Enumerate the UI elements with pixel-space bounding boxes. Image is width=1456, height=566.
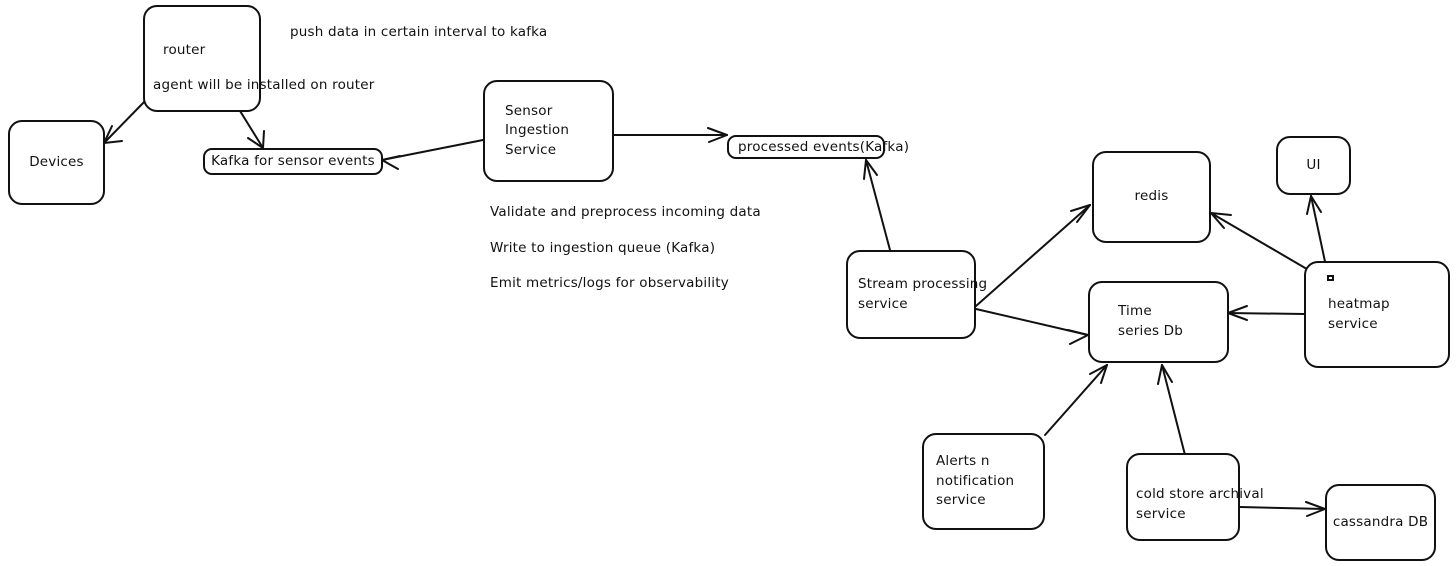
node-time-series-db[interactable]: Time series Db [1088, 281, 1229, 363]
node-router[interactable]: router [143, 5, 261, 112]
node-redis-label: redis [1134, 188, 1169, 205]
node-processed-events[interactable] [727, 135, 885, 159]
node-stream-processing-service-label: Stream processing service [858, 275, 988, 312]
edge-sensor-ingestion-to-processed-events [612, 127, 728, 143]
node-kafka-for-sensor-events-label: Kafka for sensor events [211, 152, 375, 169]
heatmap-service-marker-icon [1327, 275, 1334, 281]
node-alerts-notification-service-label: Alerts n notification service [936, 453, 1015, 509]
annotation-emit-metrics: Emit metrics/logs for observability [490, 275, 729, 291]
node-stream-processing-service[interactable]: Stream processing service [846, 250, 987, 339]
annotation-write-ingestion-queue: Write to ingestion queue (Kafka) [490, 240, 716, 256]
node-ui[interactable]: UI [1276, 136, 1351, 195]
node-redis[interactable]: redis [1092, 151, 1211, 243]
node-cold-store-archival-service-label: cold store archival service [1136, 486, 1264, 522]
node-sensor-ingestion-service[interactable]: Sensor Ingestion Service [483, 80, 614, 182]
edge-router-to-devices [103, 97, 149, 144]
edge-cold-store-to-time-series-db [1157, 364, 1186, 456]
edge-sensor-ingestion-to-kafka-sensor-events [381, 139, 484, 170]
edge-heatmap-service-to-time-series-db [1227, 305, 1305, 321]
node-devices-label: Devices [29, 153, 84, 170]
node-processed-events-label: processed events(Kafka) [738, 139, 910, 155]
node-ui-label: UI [1306, 156, 1321, 173]
node-kafka-for-sensor-events[interactable]: Kafka for sensor events [203, 148, 383, 175]
node-sensor-ingestion-service-label: Sensor Ingestion Service [505, 102, 570, 158]
node-router-label: router [163, 42, 206, 58]
edge-stream-processing-to-time-series-db [975, 308, 1089, 345]
node-devices[interactable]: Devices [8, 120, 105, 205]
node-alerts-notification-service[interactable]: Alerts n notification service [922, 433, 1045, 530]
edge-heatmap-service-to-redis [1210, 212, 1313, 273]
annotation-agent-on-router: agent will be installed on router [153, 77, 375, 93]
edge-stream-processing-to-redis [975, 204, 1091, 307]
node-heatmap-service-label: heatmap service [1328, 295, 1390, 332]
node-time-series-db-label: Time series Db [1118, 303, 1184, 339]
edge-stream-processing-to-processed-events [863, 159, 891, 251]
annotation-push-interval: push data in certain interval to kafka [290, 24, 548, 40]
edge-alerts-notification-to-time-series-db [1044, 364, 1108, 436]
node-cold-store-archival-service[interactable] [1126, 453, 1240, 541]
node-cassandra-db-label: cassandra DB [1332, 513, 1429, 530]
annotation-validate-preprocess: Validate and preprocess incoming data [490, 204, 761, 220]
node-heatmap-service[interactable]: heatmap service [1304, 261, 1450, 368]
edge-cold-store-to-cassandra-db [1239, 501, 1326, 517]
node-cassandra-db[interactable]: cassandra DB [1325, 484, 1436, 561]
